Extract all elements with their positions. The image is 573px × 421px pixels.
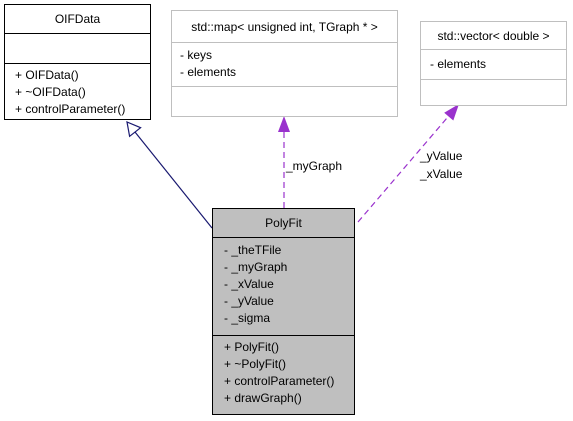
usage-arrowhead-vector	[444, 104, 459, 121]
class-polyfit-attribute: - _yValue	[224, 294, 274, 308]
class-polyfit-method: + controlParameter()	[224, 374, 334, 388]
class-polyfit-attribute: - _myGraph	[224, 260, 287, 274]
class-polyfit-method: + ~PolyFit()	[224, 357, 286, 371]
class-std-map[interactable]: std::map< unsigned int, TGraph * > - key…	[171, 10, 398, 117]
class-polyfit-attribute: - _sigma	[224, 311, 270, 325]
inheritance-edge	[126, 121, 213, 229]
usage-label-vector-x: _xValue	[419, 167, 463, 181]
inheritance-line	[134, 131, 213, 229]
class-std-vector-name: std::vector< double >	[437, 29, 549, 43]
class-polyfit-attribute: - _theTFile	[224, 243, 282, 257]
class-polyfit[interactable]: PolyFit - _theTFile - _myGraph - _xValue…	[212, 208, 355, 415]
class-oifdata-method: + OIFData()	[15, 68, 79, 82]
usage-arrowhead-map	[278, 116, 290, 132]
class-std-map-attribute: - keys	[180, 48, 212, 62]
class-oifdata[interactable]: OIFData + OIFData() + ~OIFData() + contr…	[4, 4, 151, 120]
usage-label-vector-y: _yValue	[419, 149, 463, 163]
class-std-vector-box	[420, 21, 567, 106]
class-polyfit-attribute: - _xValue	[224, 277, 274, 291]
inheritance-arrowhead	[126, 121, 142, 138]
class-oifdata-box	[4, 4, 151, 120]
class-polyfit-method: + PolyFit()	[224, 340, 279, 354]
class-std-vector-attribute: - elements	[430, 57, 486, 71]
usage-edge-map: _myGraph	[278, 116, 342, 208]
class-std-map-attribute: - elements	[180, 65, 236, 79]
class-polyfit-outline	[212, 208, 355, 415]
class-polyfit-name: PolyFit	[265, 216, 302, 230]
class-polyfit-box	[212, 208, 355, 415]
class-std-vector[interactable]: std::vector< double > - elements	[420, 21, 567, 106]
class-std-map-name: std::map< unsigned int, TGraph * >	[191, 20, 378, 34]
usage-label-map: _myGraph	[285, 159, 342, 173]
class-oifdata-method: + ~OIFData()	[15, 85, 86, 99]
class-polyfit-method: + drawGraph()	[224, 391, 302, 405]
class-std-map-box	[171, 10, 398, 117]
usage-line-vector	[357, 117, 448, 223]
class-oifdata-method: + controlParameter()	[15, 102, 125, 116]
class-oifdata-name: OIFData	[55, 12, 101, 26]
usage-edge-vector: _yValue _xValue	[357, 104, 463, 223]
